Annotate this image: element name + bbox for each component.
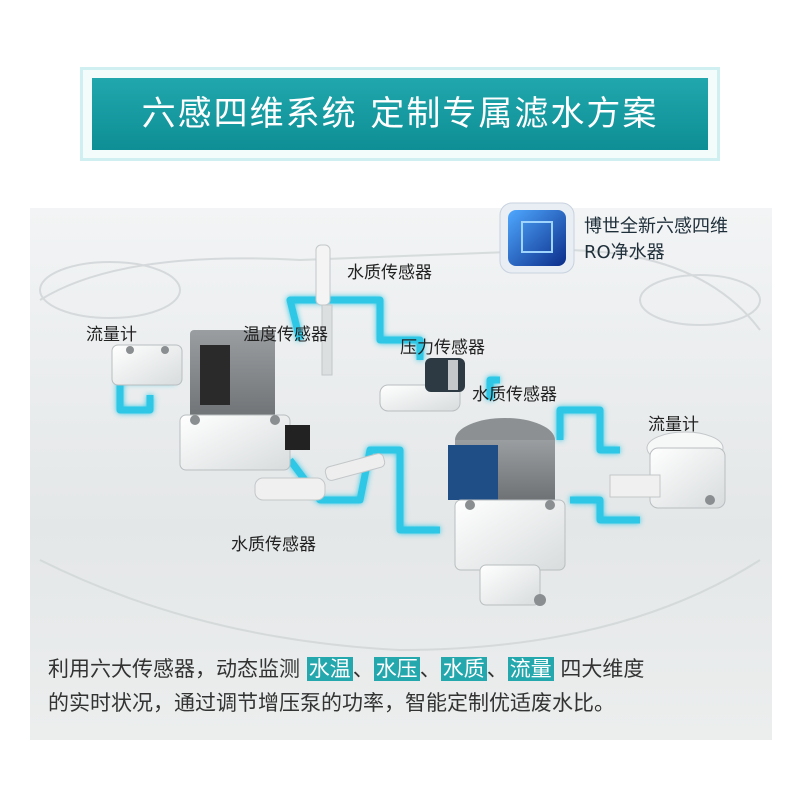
page-title: 六感四维系统 定制专属滤水方案 (141, 94, 659, 134)
water-quality-probe-bottom (254, 453, 386, 501)
badge-line-1: 博世全新六感四维 (584, 216, 728, 237)
label-flow-meter-left: 流量计 (86, 325, 137, 345)
label-temp-sensor: 温度传感器 (243, 325, 328, 345)
highlight-water-temp: 水温 (306, 657, 353, 681)
description-prefix: 利用六大传感器，动态监测 (48, 657, 300, 681)
highlight-water-pressure: 水压 (373, 657, 420, 681)
pressure-sensor (379, 358, 465, 412)
description-line-2: 的实时状况，通过调节增压泵的功率，智能定制优适废水比。 (48, 691, 615, 715)
booster-valve-center (448, 418, 566, 606)
label-water-quality-top: 水质传感器 (347, 263, 432, 283)
badge-line-2: RO净水器 (584, 242, 665, 263)
highlight-water-quality: 水质 (440, 657, 487, 681)
flow-meter-right (609, 431, 726, 509)
description-suffix: 四大维度 (560, 657, 645, 681)
separator: 、 (419, 657, 441, 681)
label-pressure-sensor: 压力传感器 (400, 338, 485, 358)
description-line-1: 利用六大传感器，动态监测 水温、水压、水质、流量 四大维度 (48, 653, 758, 683)
label-water-quality-mid: 水质传感器 (472, 385, 557, 405)
banner (92, 78, 708, 150)
separator: 、 (486, 657, 508, 681)
separator: 、 (352, 657, 374, 681)
highlight-flow: 流量 (507, 657, 554, 681)
housing-outline (39, 248, 761, 652)
label-flow-meter-right: 流量计 (648, 415, 699, 435)
flow-meter-left (111, 344, 183, 386)
solenoid-valve-left (179, 330, 310, 471)
label-water-quality-bottom: 水质传感器 (231, 535, 316, 555)
six-sense-cube-icon (499, 202, 575, 274)
water-quality-probe-top (315, 244, 333, 376)
